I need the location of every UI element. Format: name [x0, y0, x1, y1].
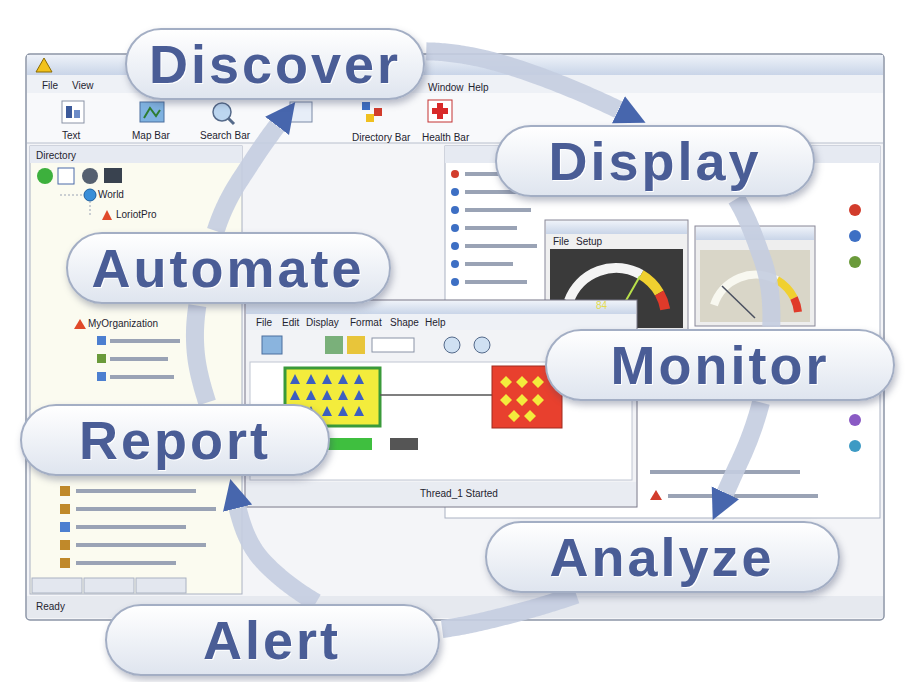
- screen-ui-text: Health Bar: [422, 132, 469, 144]
- screen-ui-text: Display: [306, 317, 339, 329]
- cycle-arrow: [725, 402, 761, 492]
- cycle-step-pill: Analyze: [485, 521, 840, 593]
- screen-ui-text: Setup: [576, 236, 602, 248]
- cycle-step-pill: Display: [495, 125, 815, 197]
- screen-ui-text: View: [72, 80, 94, 92]
- screen-ui-text: File: [553, 236, 569, 248]
- step-label: Alert: [203, 613, 341, 667]
- screen-ui-text: File: [42, 80, 58, 92]
- cycle-step-pill: Automate: [66, 232, 391, 304]
- screen-ui-text: Shape: [390, 317, 419, 329]
- screen-ui-text: World: [98, 189, 124, 201]
- step-label: Monitor: [611, 338, 830, 392]
- cycle-arrow: [736, 199, 771, 327]
- screen-ui-text: Ready: [36, 601, 65, 613]
- directory-panel: [30, 146, 242, 594]
- cycle-arrow: [442, 595, 576, 629]
- screen-ui-text: Window: [428, 82, 464, 94]
- cycle-arrow: [426, 51, 618, 109]
- cycle-step-pill: Monitor: [545, 329, 895, 401]
- screen-ui-text: MyOrganization: [88, 318, 158, 330]
- screen-ui-text: File: [256, 317, 272, 329]
- screen-ui-text: 84: [596, 300, 607, 312]
- step-label: Automate: [91, 241, 364, 295]
- step-label: Report: [79, 413, 271, 467]
- cycle-arrow: [195, 306, 207, 403]
- screen-ui-text: LoriotPro: [116, 209, 157, 221]
- cycle-arrow: [216, 126, 277, 231]
- screen-ui-text: Help: [468, 82, 489, 94]
- cycle-step-pill: Discover: [125, 28, 425, 100]
- screen-ui-text: Text: [62, 130, 80, 142]
- cycle-step-pill: Alert: [105, 604, 440, 676]
- screen-ui-text: Directory Bar: [352, 132, 410, 144]
- step-label: Discover: [149, 37, 401, 91]
- screen-ui-text: Help: [425, 317, 446, 329]
- screen-ui-text: Edit: [282, 317, 299, 329]
- step-label: Analyze: [549, 530, 774, 584]
- screen-ui-text: Search Bar: [200, 130, 250, 142]
- cycle-arrow: [238, 508, 317, 602]
- screen-ui-text: Map Bar: [132, 130, 170, 142]
- toolbar-icons: [62, 100, 452, 124]
- screen-ui-text: Thread_1 Started: [420, 488, 498, 500]
- cycle-step-pill: Report: [20, 404, 330, 476]
- step-label: Display: [548, 134, 761, 188]
- screen-ui-text: Format: [350, 317, 382, 329]
- screen-ui-text: Directory: [36, 150, 76, 162]
